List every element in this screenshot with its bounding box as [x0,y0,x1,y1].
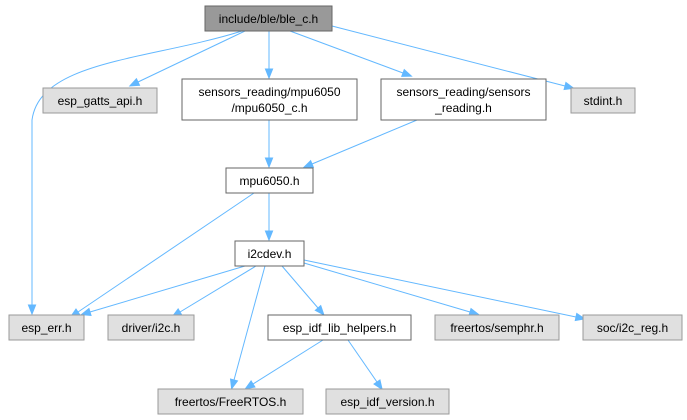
edge-arrowhead [574,312,587,322]
node-freertos-semphr-label: freertos/semphr.h [450,321,543,335]
edge-ble-c-to-mpu6050-c [264,31,274,80]
node-esp-gatts-api[interactable]: esp_gatts_api.h [42,87,158,114]
edge-esp-idf-lib-helpers-to-freertos-FreeRTOS [244,339,324,390]
edge-arrowhead [302,159,315,168]
edge-line [289,30,404,74]
node-esp-idf-lib-helpers-label: esp_idf_lib_helpers.h [283,321,396,335]
node-mpu6050-label: mpu6050.h [239,174,299,188]
edge-line [311,119,418,165]
edge-arrowhead [264,230,274,242]
edge-i2cdev-to-freertos-FreeRTOS [229,265,266,390]
node-ble-c[interactable]: include/ble/ble_c.h [204,5,333,32]
edge-i2cdev-to-soc-i2c-reg [303,259,587,322]
edge-i2cdev-to-esp-err [80,265,246,317]
edge-i2cdev-to-freertos-semphr [303,262,480,317]
edge-arrowhead [128,77,141,87]
node-esp-gatts-api-label: esp_gatts_api.h [58,94,143,108]
edge-line [233,265,266,381]
node-sensors-reading-line-2: _reading.h [434,101,492,115]
node-esp-idf-version[interactable]: esp_idf_version.h [325,388,450,415]
node-freertos-semphr[interactable]: freertos/semphr.h [434,314,560,341]
edge-line [31,30,243,305]
edge-arrowhead [264,68,274,80]
edge-arrowhead [401,68,413,77]
edge-line [179,265,257,313]
edge-ble-c-to-esp-gatts-api [128,30,246,87]
edge-ble-c-to-esp-err [27,30,243,316]
node-driver-i2c-label: driver/i2c.h [122,321,181,335]
edge-arrowhead [314,304,325,316]
node-mpu6050-c-line-1: sensors_reading/mpu6050 [198,85,340,99]
node-sensors-reading[interactable]: sensors_reading/sensors _reading.h [380,78,547,121]
node-mpu6050-c[interactable]: sensors_reading/mpu6050 /mpu6050_c.h [181,78,358,121]
node-esp-err[interactable]: esp_err.h [8,314,85,341]
edge-i2cdev-to-esp-idf-lib-helpers [281,265,325,316]
node-esp-idf-version-label: esp_idf_version.h [340,395,434,409]
node-driver-i2c[interactable]: driver/i2c.h [107,314,195,341]
edges [27,25,587,391]
node-i2cdev[interactable]: i2cdev.h [234,240,305,267]
node-sensors-reading-line-1: sensors_reading/sensors [396,85,530,99]
edge-arrowhead [229,378,239,390]
edge-sensors-reading-to-mpu6050 [302,119,418,168]
edge-arrowhead [373,379,383,391]
edge-line [331,25,566,87]
node-esp-idf-lib-helpers[interactable]: esp_idf_lib_helpers.h [267,314,412,341]
node-ble-c-label: include/ble/ble_c.h [219,12,318,26]
node-stdint-label: stdint.h [584,94,623,108]
edge-line [77,192,255,313]
edge-line [281,265,319,309]
edge-mpu6050-to-esp-err [69,192,255,318]
edge-line [252,339,324,385]
node-esp-err-label: esp_err.h [21,321,71,335]
node-soc-i2c-reg[interactable]: soc/i2c_reg.h [582,314,683,341]
edge-arrowhead [80,307,92,317]
edge-esp-idf-lib-helpers-to-esp-idf-version [347,339,383,391]
edge-line [89,265,246,313]
node-mpu6050[interactable]: mpu6050.h [225,167,314,194]
node-freertos-freertos[interactable]: freertos/FreeRTOS.h [157,388,304,415]
edge-arrowhead [244,380,256,390]
edge-i2cdev-to-driver-i2c [171,265,257,318]
edge-line [347,339,378,383]
edge-mpu6050-c-to-mpu6050 [264,120,274,169]
node-freertos-freertos-label: freertos/FreeRTOS.h [175,395,287,409]
edge-ble-c-to-sensors-reading [289,30,413,77]
nodes: include/ble/ble_c.h esp_gatts_api.h sens… [8,5,683,415]
edge-arrowhead [27,304,37,316]
edge-line [303,262,471,313]
edge-arrowhead [468,307,480,317]
edge-line [137,30,246,83]
node-soc-i2c-reg-label: soc/i2c_reg.h [597,321,668,335]
node-stdint[interactable]: stdint.h [570,87,636,114]
node-i2cdev-label: i2cdev.h [248,247,292,261]
edge-mpu6050-to-i2cdev [264,193,274,242]
edge-arrowhead [264,157,274,169]
node-mpu6050-c-line-2: /mpu6050_c.h [231,101,307,115]
edge-line [303,259,577,318]
